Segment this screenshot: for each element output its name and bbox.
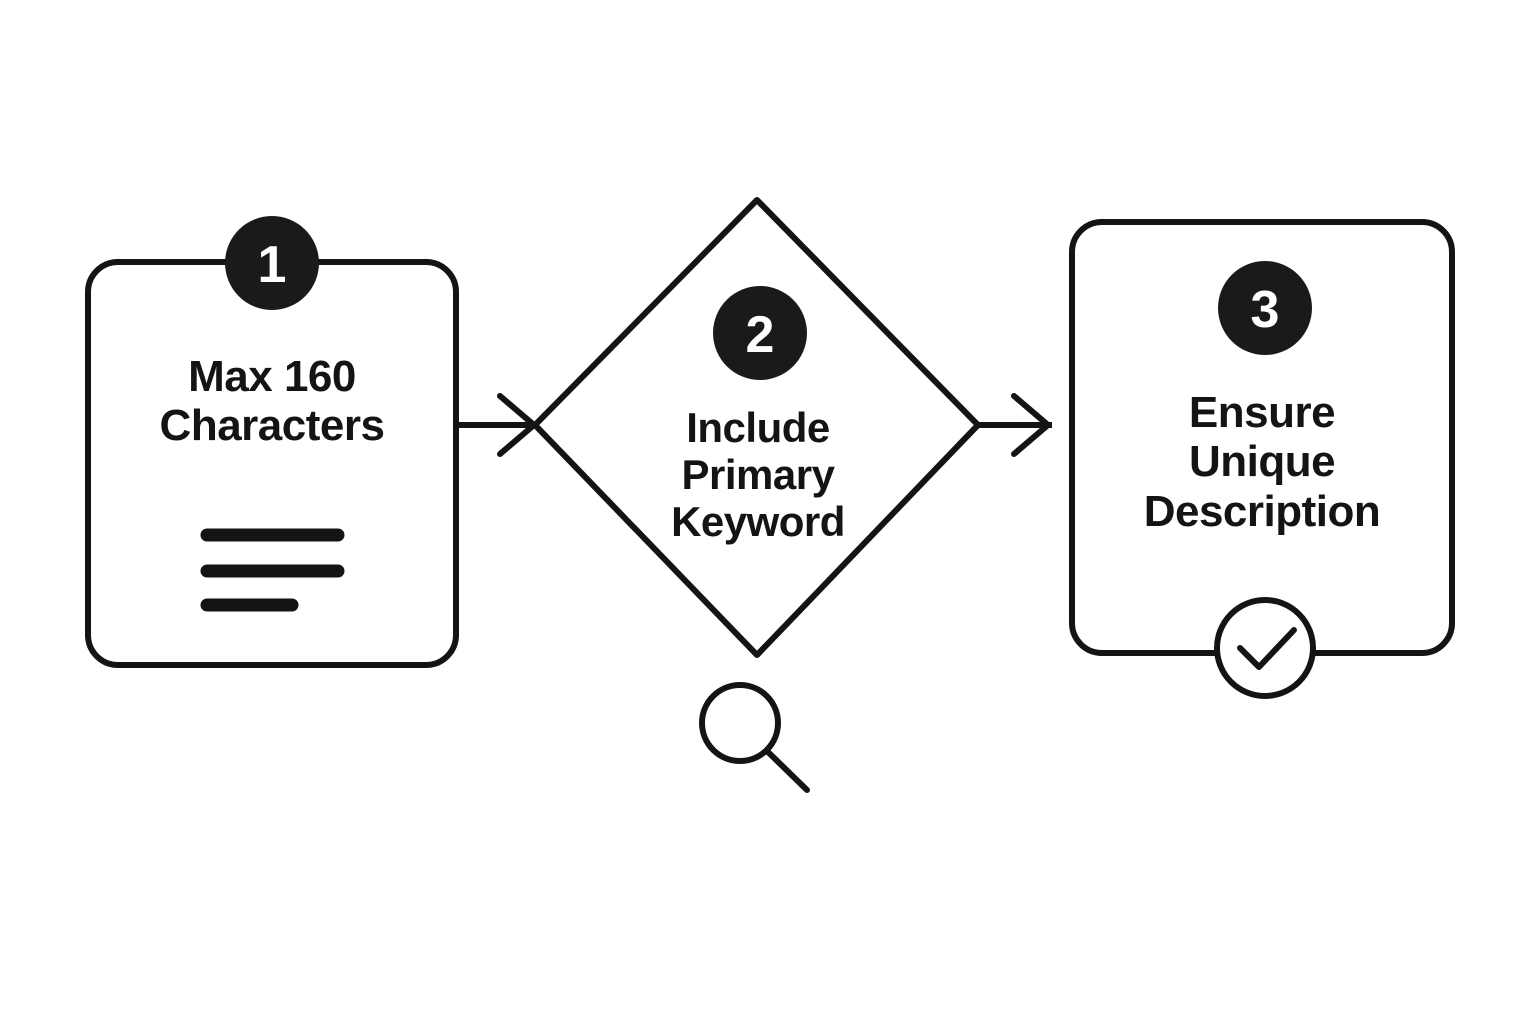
- connector-node1-node2: [456, 393, 539, 457]
- node-2-shape[interactable]: [532, 197, 981, 658]
- step-badge-3-number: 3: [1251, 281, 1280, 339]
- search-icon: [699, 682, 810, 793]
- connector-node2-node3: [974, 393, 1052, 457]
- check-circle-icon: [1214, 597, 1316, 699]
- step-badge-1: 1: [225, 216, 319, 310]
- document-lines-icon: [200, 528, 345, 612]
- step-badge-3: 3: [1218, 261, 1312, 355]
- step-badge-2: 2: [713, 286, 807, 380]
- step-badge-1-number: 1: [258, 236, 287, 294]
- step-badge-2-number: 2: [746, 306, 775, 364]
